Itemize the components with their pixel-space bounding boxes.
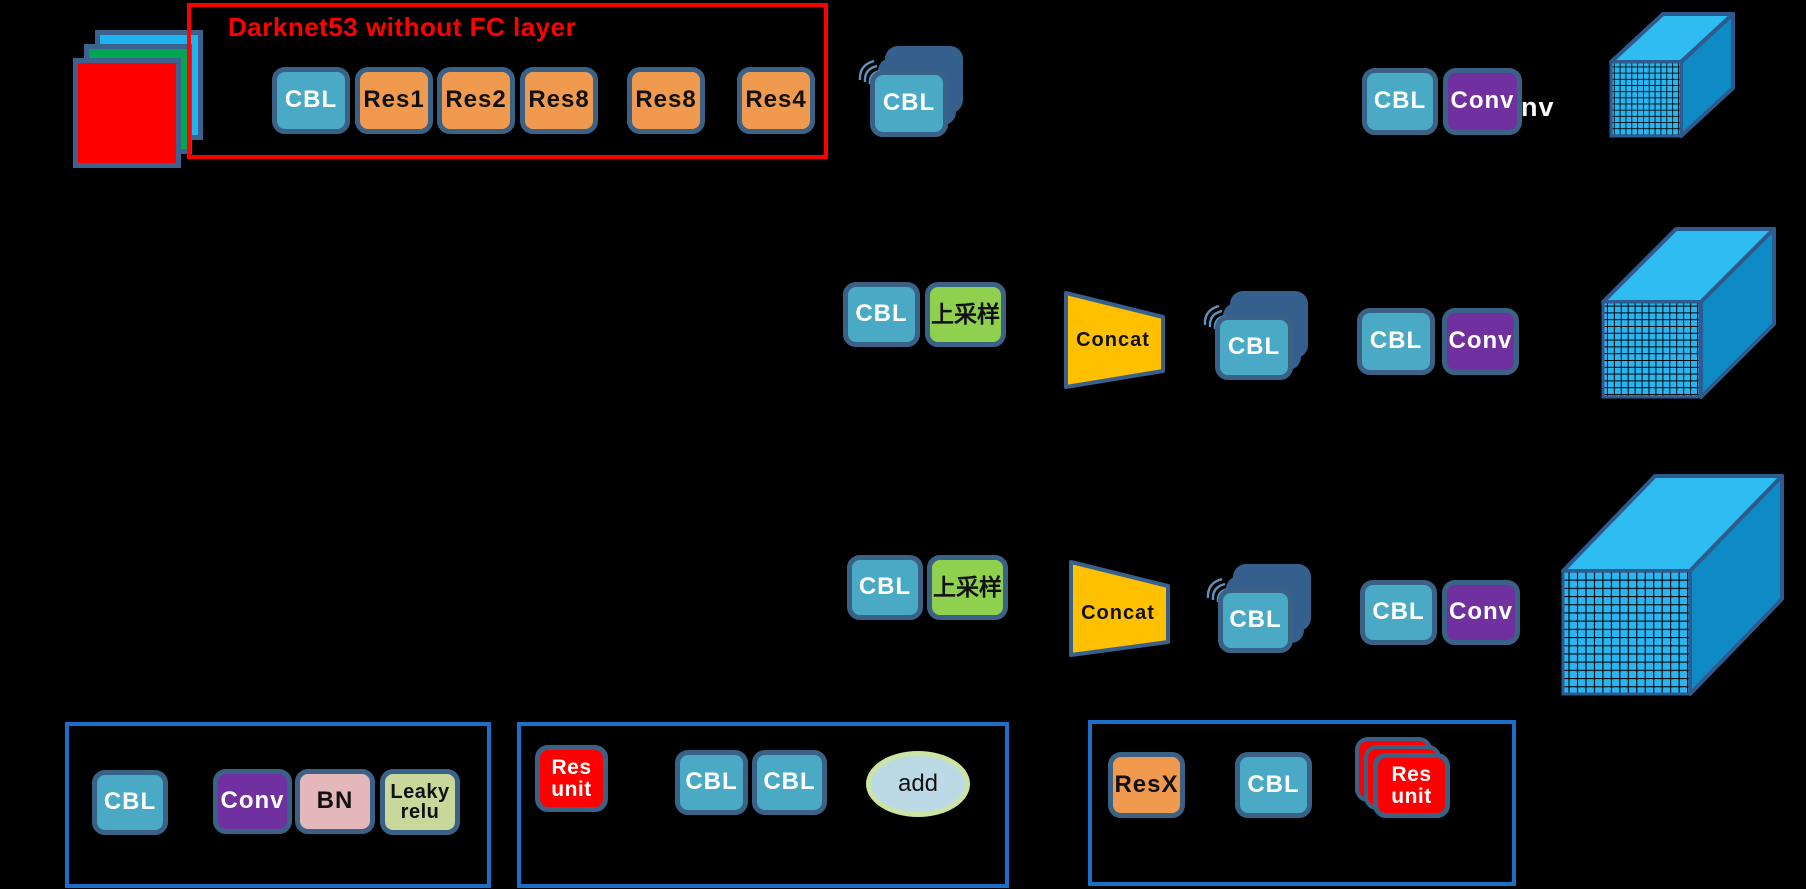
mid-upsample: 上采样: [925, 282, 1006, 347]
cbl-stack-front: CBL: [1218, 588, 1293, 653]
res-unit-stack-front: Res unit: [1373, 753, 1450, 818]
darknet-block-res8a: Res8: [520, 67, 598, 134]
bottom-cbl: CBL: [847, 555, 923, 620]
bottom-concat-label: Concat: [1081, 602, 1155, 624]
legend-cbl-block: CBL: [92, 770, 168, 835]
head-top-conv: Conv: [1443, 68, 1522, 135]
legend-cbl-frame: [65, 722, 491, 888]
mid-head-conv: Conv: [1442, 308, 1519, 375]
cbl-stack-bottom: CBL: [1200, 562, 1318, 660]
bottom-concat-trapezoid: Concat: [1068, 558, 1172, 660]
legend-resx-cbl: CBL: [1235, 752, 1312, 818]
darknet-block-res4: Res4: [737, 67, 815, 134]
legend-bn-block: BN: [295, 769, 375, 834]
legend-res-cbl2: CBL: [752, 750, 827, 815]
cbl-stack-front: CBL: [1215, 315, 1293, 380]
head-top-cbl: CBL: [1362, 68, 1438, 135]
feature-map-large-cuboid: [1561, 474, 1784, 696]
darknet-block-res1: Res1: [355, 67, 433, 134]
cbl-stack-mid: CBL: [1197, 289, 1315, 387]
mid-cbl: CBL: [843, 282, 920, 347]
legend-resx-frame: [1088, 720, 1516, 886]
cbl-stack-front: CBL: [870, 70, 948, 137]
bottom-head-cbl: CBL: [1360, 580, 1437, 645]
legend-conv-block: Conv: [213, 769, 292, 834]
bottom-head-conv: Conv: [1442, 580, 1520, 645]
legend-res-unit-frame: [517, 722, 1009, 888]
feature-map-medium-cuboid: [1601, 227, 1776, 399]
legend-res-cbl1: CBL: [675, 750, 748, 815]
legend-add-ellipse: add: [866, 751, 970, 817]
darknet-block-cbl: CBL: [272, 67, 350, 134]
darknet53-frame: [187, 3, 828, 159]
cbl-stack-top: CBL: [852, 44, 970, 142]
conv-label-overflow: nv: [1521, 92, 1555, 122]
legend-leaky-block: Leaky relu: [380, 769, 460, 835]
concat-shape: [1064, 291, 1165, 389]
darknet53-title: Darknet53 without FC layer: [228, 12, 577, 42]
mid-head-cbl: CBL: [1357, 308, 1435, 375]
legend-resx-block: ResX: [1108, 752, 1185, 818]
legend-res-unit-stack: Res unit: [1353, 735, 1453, 825]
bottom-upsample: 上采样: [927, 555, 1008, 620]
mid-concat-trapezoid: Concat: [1063, 289, 1167, 391]
input-channel-red: [73, 58, 181, 168]
legend-res-unit-block: Res unit: [535, 745, 608, 812]
darknet-block-res2: Res2: [437, 67, 515, 134]
darknet-block-res8b: Res8: [627, 67, 705, 134]
mid-concat-label: Concat: [1076, 329, 1150, 351]
feature-map-small-cuboid: [1609, 12, 1735, 138]
concat-shape: [1069, 560, 1170, 657]
